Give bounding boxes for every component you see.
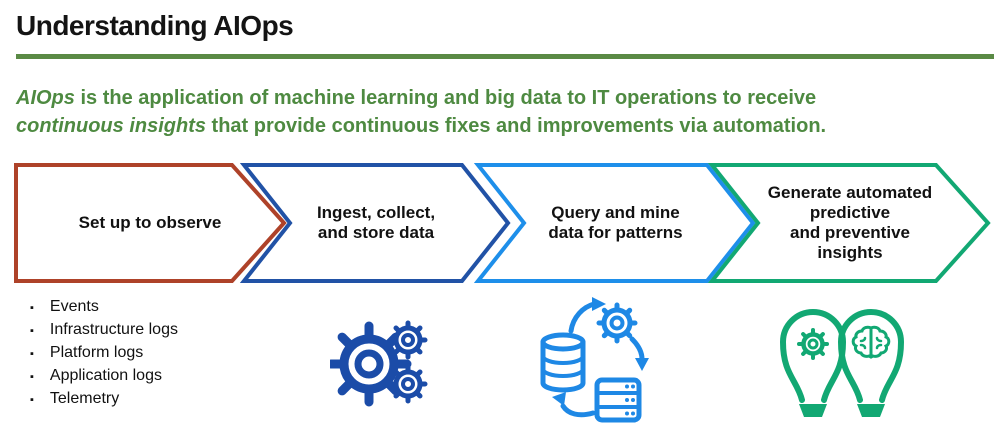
square-bullet-icon: ▪ — [30, 394, 34, 406]
arrowhead-icon — [552, 392, 566, 406]
subtitle-segment: AIOps — [16, 87, 75, 109]
brain-icon — [851, 325, 891, 359]
lightbulb-icon — [837, 309, 905, 403]
list-item: ▪Platform logs — [30, 342, 178, 365]
list-item: ▪Events — [30, 296, 178, 319]
observe-sources-list: ▪Events ▪Infrastructure logs ▪Platform l… — [30, 296, 178, 411]
gear-icon — [596, 302, 638, 344]
server-dot — [631, 398, 635, 402]
page-title: Understanding AIOps — [16, 10, 294, 41]
small-gear-icon — [388, 320, 428, 360]
square-bullet-icon: ▪ — [30, 325, 34, 337]
gear-icon — [797, 328, 829, 360]
chevron-step-4 — [707, 163, 991, 283]
subtitle-segment: that provide continuous fixes and improv… — [206, 115, 827, 137]
list-item: ▪Telemetry — [30, 388, 178, 411]
chevron-step-2 — [239, 163, 511, 283]
subtitle-segment: continuous insights — [16, 115, 206, 137]
chevron-step-3 — [473, 163, 756, 283]
square-bullet-icon: ▪ — [30, 348, 34, 360]
chevron-label-1: Set up to observe — [78, 213, 222, 232]
arrow-down-icon — [629, 336, 645, 362]
subtitle-segment: is the application of machine learning a… — [74, 87, 817, 109]
chevron-label-2: Ingest, collect,and store data — [316, 203, 436, 242]
database-icon — [540, 332, 586, 393]
title-underline — [16, 54, 994, 59]
insight-bulbs-icon — [779, 309, 905, 417]
server-dot — [631, 384, 635, 389]
arrow-left-icon — [560, 403, 596, 418]
server-dot — [625, 384, 629, 389]
lightbulb-icon — [779, 309, 847, 403]
square-bullet-icon: ▪ — [30, 371, 34, 383]
server-dot — [625, 398, 629, 402]
arrowhead-icon — [592, 297, 606, 311]
gears-icon — [330, 320, 428, 407]
arrow-up-icon — [568, 301, 597, 334]
server-dot — [631, 411, 635, 416]
server-icon — [594, 377, 642, 423]
list-item: ▪Application logs — [30, 365, 178, 388]
bulb-base — [857, 404, 885, 417]
process-chevron-row — [14, 163, 991, 283]
list-item: ▪Infrastructure logs — [30, 319, 178, 342]
arrowhead-icon — [635, 358, 649, 371]
data-cycle-icon — [540, 297, 649, 423]
square-bullet-icon: ▪ — [30, 302, 34, 314]
server-dot — [625, 411, 629, 416]
subtitle: AIOps is the application of machine lear… — [16, 84, 861, 140]
chevron-step-1 — [14, 163, 287, 283]
bulb-base — [799, 404, 827, 417]
small-gear-icon — [388, 364, 428, 404]
